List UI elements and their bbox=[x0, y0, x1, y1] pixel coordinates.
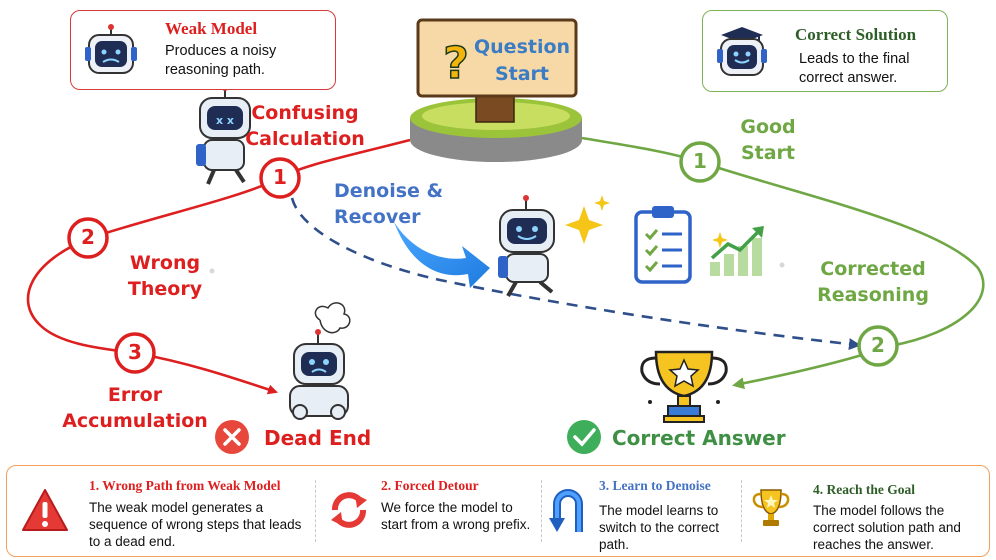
trophy-icon bbox=[752, 489, 790, 526]
weak-model-title: Weak Model bbox=[165, 19, 258, 38]
legend-item-learn-denoise: 3. Learn to Denoise The model learns to … bbox=[543, 466, 743, 558]
legend-text-1-line-1: The weak model generates a bbox=[89, 500, 264, 515]
wrong-theory-label-line-2: Theory bbox=[127, 278, 203, 300]
denoise-recover-label: Denoise & Recover bbox=[334, 180, 444, 228]
good-start-label-line-1: Good bbox=[740, 116, 796, 138]
worried-robot-icon bbox=[85, 24, 137, 74]
legend-item-reach-goal: 4. Reach the Goal The model follows the … bbox=[743, 466, 989, 558]
legend-text-2-line-2: start from a wrong prefix. bbox=[381, 517, 531, 532]
green-step-2-number: 2 bbox=[871, 333, 885, 357]
correct-solution-card: Correct Solution Leads to the final corr… bbox=[702, 10, 948, 92]
big-curved-arrow-icon bbox=[394, 222, 490, 288]
clipboard-checklist-icon bbox=[634, 206, 692, 284]
dead-end-x-icon bbox=[215, 420, 249, 454]
legend-text-3-line-1: The model learns to bbox=[599, 503, 719, 518]
legend-title-4: 4. Reach the Goal bbox=[813, 482, 915, 497]
legend-text-1-line-3: to a dead end. bbox=[89, 534, 176, 549]
correct-solution-text-line-2: correct answer. bbox=[799, 70, 898, 86]
sign-text-line-1: Question bbox=[474, 36, 571, 58]
detour-dashed-line bbox=[290, 197, 861, 350]
green-step-1-circle bbox=[679, 141, 721, 183]
legend-text-3-line-3: path. bbox=[599, 537, 630, 552]
green-path-arrow bbox=[732, 350, 873, 390]
u-turn-arrow-icon bbox=[549, 489, 583, 532]
question-start-platform bbox=[410, 91, 582, 162]
decorative-dot bbox=[209, 268, 215, 274]
green-step-1-number: 1 bbox=[693, 149, 707, 173]
good-start-label-line-2: Start bbox=[740, 142, 796, 164]
legend-separator bbox=[541, 480, 542, 542]
diagram-canvas: ? x x bbox=[26, 18, 985, 454]
legend-text-4-line-3: reaches the answer. bbox=[813, 537, 934, 552]
legend-text-4-line-2: correct solution path and bbox=[813, 520, 961, 535]
question-start-sign bbox=[416, 18, 578, 98]
legend-separator bbox=[741, 480, 742, 542]
decorative-dot bbox=[779, 262, 785, 268]
error-accumulation-label-line-1: Error bbox=[107, 384, 163, 406]
refresh-arrows-icon bbox=[331, 492, 367, 528]
legend-title-1: 1. Wrong Path from Weak Model bbox=[89, 478, 281, 493]
confused-robot-icon: x x bbox=[196, 85, 251, 185]
weak-model-card: Weak Model Produces a noisy reasoning pa… bbox=[70, 10, 336, 90]
trophy-large-icon bbox=[640, 350, 728, 423]
red-step-3-number: 3 bbox=[128, 340, 142, 364]
question-mark-icon: ? bbox=[443, 38, 469, 89]
red-step-1-circle bbox=[259, 157, 301, 199]
confusing-calculation-label-line-1: Confusing bbox=[251, 102, 359, 124]
green-step-2-circle bbox=[857, 325, 899, 367]
svg-text:x x: x x bbox=[216, 114, 234, 127]
red-step-2-number: 2 bbox=[81, 225, 95, 249]
green-path-line bbox=[581, 136, 985, 348]
red-step-1-number: 1 bbox=[273, 165, 287, 189]
graduate-robot-icon bbox=[717, 27, 767, 76]
legend-item-wrong-path: 1. Wrong Path from Weak Model The weak m… bbox=[7, 466, 317, 558]
corrected-reasoning-label-line-2: Reasoning bbox=[817, 284, 929, 306]
weak-model-text-line-1: Produces a noisy bbox=[165, 43, 277, 59]
wrong-theory-label-line-1: Wrong bbox=[129, 252, 201, 274]
sad-robot-icon bbox=[289, 302, 351, 420]
correct-check-icon bbox=[567, 420, 601, 454]
error-accumulation-label-line-2: Accumulation bbox=[62, 410, 208, 432]
correct-answer-label: Correct Answer bbox=[612, 426, 786, 450]
warning-icon bbox=[22, 489, 68, 531]
weak-model-text-line-2: reasoning path. bbox=[165, 62, 265, 78]
confusing-calculation-label-line-2: Calculation bbox=[245, 128, 365, 150]
legend-text-1-line-2: sequence of wrong steps that leads bbox=[89, 517, 302, 532]
corrected-reasoning-label-line-1: Corrected bbox=[820, 258, 926, 280]
sparkle-icon bbox=[565, 195, 610, 244]
correct-solution-text-line-1: Leads to the final bbox=[799, 51, 910, 67]
legend-separator bbox=[315, 480, 316, 542]
legend-text-2-line-1: We force the model to bbox=[381, 500, 513, 515]
running-robot-icon bbox=[498, 195, 555, 297]
legend-panel: 1. Wrong Path from Weak Model The weak m… bbox=[6, 465, 990, 557]
growth-chart-icon bbox=[710, 226, 764, 276]
legend-item-forced-detour: 2. Forced Detour We force the model to s… bbox=[317, 466, 543, 558]
red-step-3-circle bbox=[114, 332, 156, 374]
dead-end-label: Dead End bbox=[264, 426, 372, 450]
legend-title-3: 3. Learn to Denoise bbox=[599, 478, 711, 493]
sign-text-line-2: Start bbox=[494, 63, 550, 85]
red-step-2-circle bbox=[67, 217, 109, 259]
legend-text-3-line-2: switch to the correct bbox=[599, 520, 720, 535]
legend-title-2: 2. Forced Detour bbox=[381, 478, 479, 493]
correct-solution-title: Correct Solution bbox=[795, 25, 917, 44]
legend-text-4-line-1: The model follows the bbox=[813, 503, 945, 518]
